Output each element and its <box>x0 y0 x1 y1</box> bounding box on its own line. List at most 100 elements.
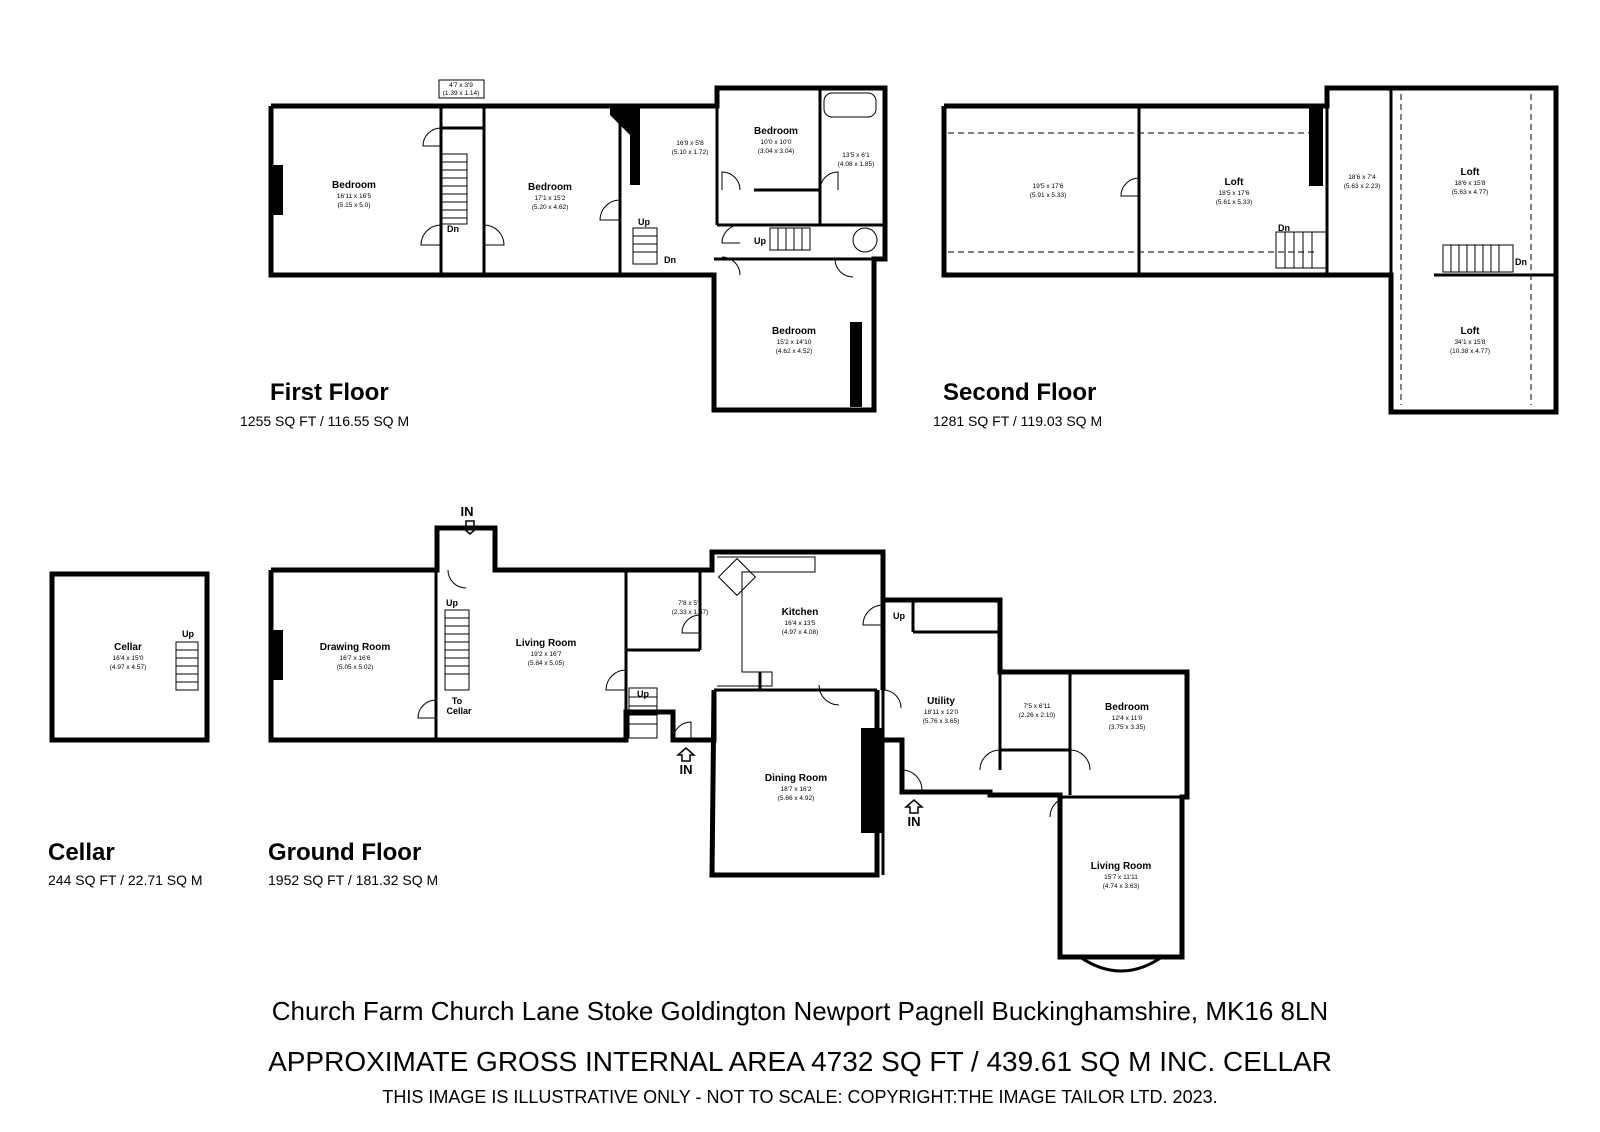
chimney-breast <box>271 630 283 680</box>
entrance-arrow-icon <box>904 799 924 814</box>
room-name: Utility <box>927 696 955 707</box>
stairs-label: Up <box>182 629 194 639</box>
bay-window <box>1079 955 1163 973</box>
floor-area: 1952 SQ FT / 181.32 SQ M <box>268 872 438 888</box>
second-floor-plan <box>941 85 1559 415</box>
door-swing <box>1120 177 1140 197</box>
door-swing <box>721 171 741 191</box>
cellar-plan <box>49 571 210 743</box>
room-dimensions: 13'5 x 6'1 <box>842 152 870 159</box>
bath-icon <box>823 92 877 118</box>
stairs-label: Cellar <box>446 706 472 716</box>
room-dimensions: 16'4 x 13'5 <box>784 620 815 627</box>
room-name: Drawing Room <box>320 642 391 653</box>
door-swing <box>721 224 741 244</box>
stairs-label: Dn <box>1278 223 1290 233</box>
room-dimensions-metric: (2.33 x 1.57) <box>672 609 709 616</box>
room-dimensions-metric: (5.20 x 4.62) <box>532 204 569 211</box>
room-dimensions-metric: (5.63 x 2.23) <box>1344 183 1381 190</box>
floor-title: Second Floor <box>943 379 1096 406</box>
door-swing <box>1069 749 1091 771</box>
property-address: Church Farm Church Lane Stoke Goldington… <box>271 996 1329 1026</box>
door-swing <box>681 614 701 634</box>
room-dimensions-metric: (5.05 x 5.02) <box>337 664 374 671</box>
room-dimensions: 12'4 x 11'0 <box>1112 715 1143 722</box>
door-swing <box>420 224 442 246</box>
room-dimensions: 16'9 x 5'8 <box>676 140 704 147</box>
room-name: Bedroom <box>528 182 572 193</box>
room-dimensions: 18'7 x 16'2 <box>780 786 811 793</box>
room-name: Bedroom <box>754 126 798 137</box>
ground-floor-plan <box>268 520 1190 973</box>
door-swing <box>599 199 621 221</box>
copyright-notice: THIS IMAGE IS ILLUSTRATIVE ONLY - NOT TO… <box>382 1087 1218 1107</box>
room-name: Cellar <box>114 642 142 653</box>
room-dimensions-metric: (5.10 x 1.72) <box>672 149 709 156</box>
shower-icon <box>852 227 878 253</box>
room-dimensions: 18'6 x 15'8 <box>1454 180 1485 187</box>
room-dimensions: 34'1 x 15'8 <box>1454 339 1485 346</box>
utility-wall <box>872 597 1190 960</box>
room-dimensions-metric: (5.63 x 4.77) <box>1452 189 1489 196</box>
hob-icon <box>717 557 757 597</box>
door-swing <box>882 689 902 709</box>
room-dimensions: 16'4 x 15'0 <box>112 655 143 662</box>
room-dimensions: 16'11 x 16'5 <box>337 193 372 200</box>
room-dimensions: 19'2 x 16'7 <box>530 651 561 658</box>
wc-dimension-box <box>438 79 485 99</box>
room-dimensions-metric: (4.62 x 4.52) <box>776 348 813 355</box>
room-name: Living Room <box>1091 861 1152 872</box>
first-floor-plan <box>268 79 888 413</box>
stairs-label: Dn <box>447 224 459 234</box>
room-name: Bedroom <box>332 180 376 191</box>
chimney-breast <box>850 322 862 407</box>
room-dimensions: 16'7 x 16'6 <box>339 655 370 662</box>
door-swing <box>862 604 884 626</box>
stairs-label: To <box>452 696 463 706</box>
door-swing <box>417 699 437 719</box>
room-name: Bedroom <box>772 326 816 337</box>
room-dimensions-metric: (10.38 x 4.77) <box>1450 348 1490 355</box>
room-dimensions-metric: (4.08 x 1.85) <box>838 161 875 168</box>
stairs-label: Dn <box>1515 257 1527 267</box>
room-name: Bedroom <box>1105 702 1149 713</box>
room-dimensions-metric: (2.26 x 2.10) <box>1019 712 1056 719</box>
room-dimensions: 15'2 x 14'10 <box>777 339 812 346</box>
floor-title: Cellar <box>48 839 115 866</box>
entrance-label: IN <box>461 504 474 519</box>
eaves-line <box>948 94 1532 405</box>
room-dimensions-metric: (5.15 x 5.0) <box>338 202 371 209</box>
room-dimensions: 19'5 x 17'6 <box>1032 183 1063 190</box>
room-dimensions-metric: (5.76 x 3.65) <box>923 718 960 725</box>
door-swing <box>672 721 692 741</box>
stairs <box>444 609 658 739</box>
door-swing <box>979 749 1001 771</box>
door-swing <box>605 669 627 691</box>
room-dimensions-metric: (5.84 x 5.05) <box>528 660 565 667</box>
door-swing <box>901 769 923 791</box>
room-dimensions-metric: (4.97 x 4.57) <box>110 664 147 671</box>
floor-area: 1255 SQ FT / 116.55 SQ M <box>240 413 409 429</box>
room-name: Loft <box>1461 167 1481 178</box>
stairs-label: Up <box>638 217 650 227</box>
floor-area: 1281 SQ FT / 119.03 SQ M <box>933 413 1102 429</box>
room-dimensions: 10'0 x 10'0 <box>760 139 791 146</box>
room-dimensions: 4'7 x 3'9 <box>449 82 473 89</box>
room-dimensions-metric: (3.75 x 3.35) <box>1109 724 1146 731</box>
stairs <box>1275 231 1514 273</box>
door-swing <box>819 171 839 191</box>
door-swing <box>422 127 442 147</box>
entrance-label: IN <box>908 814 921 829</box>
floor-title: First Floor <box>270 379 389 406</box>
door-swing <box>818 684 840 706</box>
door-swing <box>721 256 741 276</box>
chimney-breast <box>861 728 883 833</box>
stairs-label: Up <box>446 598 458 608</box>
room-dimensions-metric: (3.04 x 3.04) <box>758 148 795 155</box>
door-swing <box>834 258 854 278</box>
room-name: Kitchen <box>782 607 819 618</box>
room-dimensions-metric: (5.66 x 4.92) <box>778 795 815 802</box>
room-dimensions-metric: (4.97 x 4.08) <box>782 629 819 636</box>
ground-floor-outer-wall-west <box>271 525 886 690</box>
